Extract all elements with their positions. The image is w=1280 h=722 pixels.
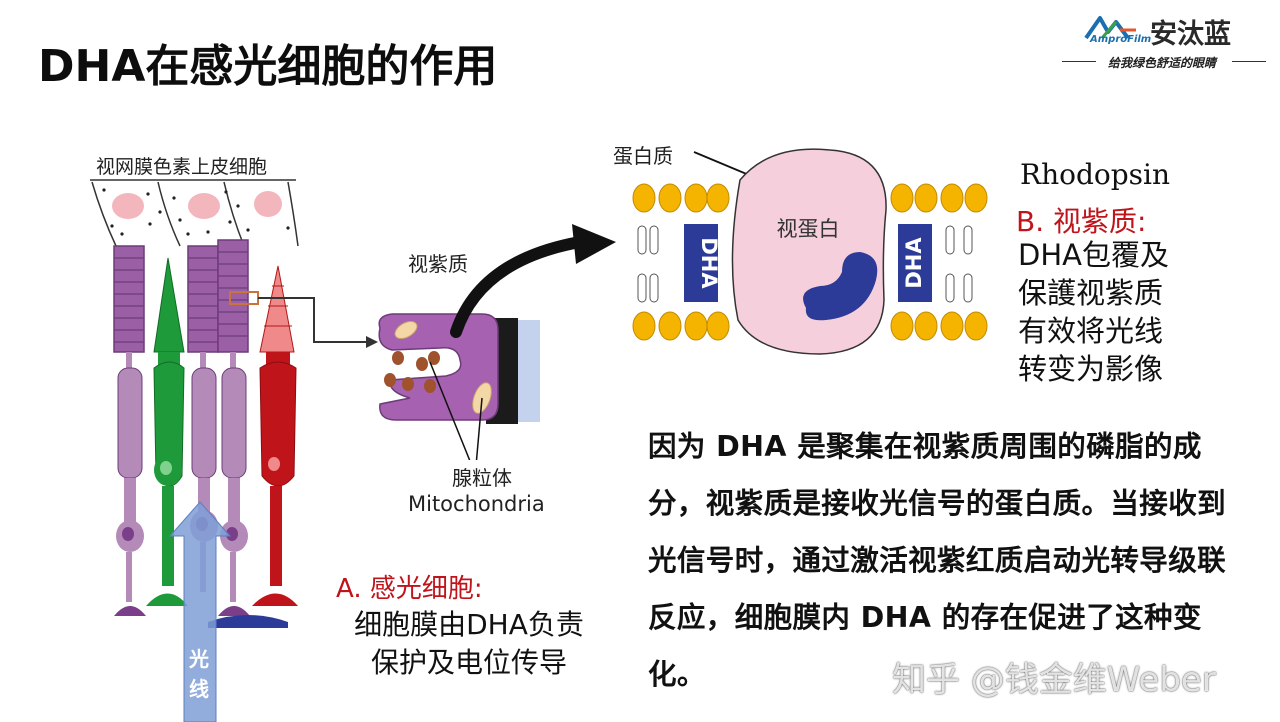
label-mitochondria-en: Mitochondria — [408, 492, 545, 516]
section-a-line: 保护及电位传导 — [370, 646, 567, 679]
opsin-protein — [731, 148, 887, 355]
amprofilm-logo — [1084, 16, 1136, 40]
logo-rule-right — [1232, 61, 1266, 62]
cone-cell-red — [252, 265, 298, 606]
section-b-line: 有效将光线 — [1018, 314, 1164, 348]
zoom-arrow — [450, 224, 616, 338]
section-a-line: 细胞膜由DHA负责 — [354, 608, 584, 641]
light-arrow — [168, 501, 232, 722]
section-a-description: 细胞膜由DHA负责 保护及电位传导 — [334, 606, 604, 682]
disk-stack-diagram — [378, 313, 540, 460]
label-rhodopsin-mid: 视紫质 — [408, 252, 468, 276]
connector-line — [258, 297, 378, 348]
section-b-line: 保護视紫质 — [1018, 276, 1164, 310]
cone-cell-green — [146, 257, 188, 606]
label-rpe: 视网膜色素上皮细胞 — [96, 156, 268, 178]
section-b-line: DHA包覆及 — [1018, 238, 1169, 272]
section-a-heading: A. 感光细胞: — [336, 574, 483, 604]
dha-label-right: DHA — [902, 237, 926, 289]
label-protein: 蛋白质 — [613, 144, 673, 168]
opsin-label: 视蛋白 — [777, 217, 840, 241]
logo-slogan: 给我绿色舒适的眼睛 — [1107, 56, 1216, 70]
rhodopsin-english: Rhodopsin — [1020, 158, 1171, 191]
logo-rule-left — [1062, 61, 1096, 62]
label-mitochondria-cn: 腺粒体 — [452, 466, 512, 490]
rod-cell-1 — [113, 245, 146, 616]
light-label-char-1: 光 — [188, 647, 209, 671]
page-title: DHA在感光细胞的作用 — [38, 41, 498, 92]
explanation-paragraph: 因为 DHA 是聚集在视紫质周围的磷脂的成分，视紫质是接收光信号的蛋白质。当接收… — [648, 430, 1227, 691]
light-label-char-2: 线 — [189, 677, 209, 701]
rpe-layer — [90, 179, 299, 247]
rod-cell-3 — [217, 239, 250, 616]
logo-name: 安汰蓝 — [1150, 19, 1231, 50]
logo-brand-text: AmproFilm — [1090, 34, 1152, 45]
section-b-description: DHA包覆及 保護视紫质 有效将光线 转变为影像 — [1018, 236, 1208, 388]
section-b-line: 转变为影像 — [1018, 352, 1164, 386]
photoreceptor-diagram — [90, 179, 299, 722]
section-b-heading: B. 视紫质: — [1016, 205, 1147, 238]
light-label-box: 光 线 — [188, 647, 209, 701]
lipid-bilayer-right — [890, 183, 988, 341]
watermark: 知乎 @钱金维Weber — [892, 660, 1216, 700]
rhodopsin-membrane-diagram: DHA DHA 视蛋白 — [632, 148, 988, 355]
dha-label-left: DHA — [697, 237, 721, 289]
lipid-bilayer-left — [632, 183, 730, 341]
